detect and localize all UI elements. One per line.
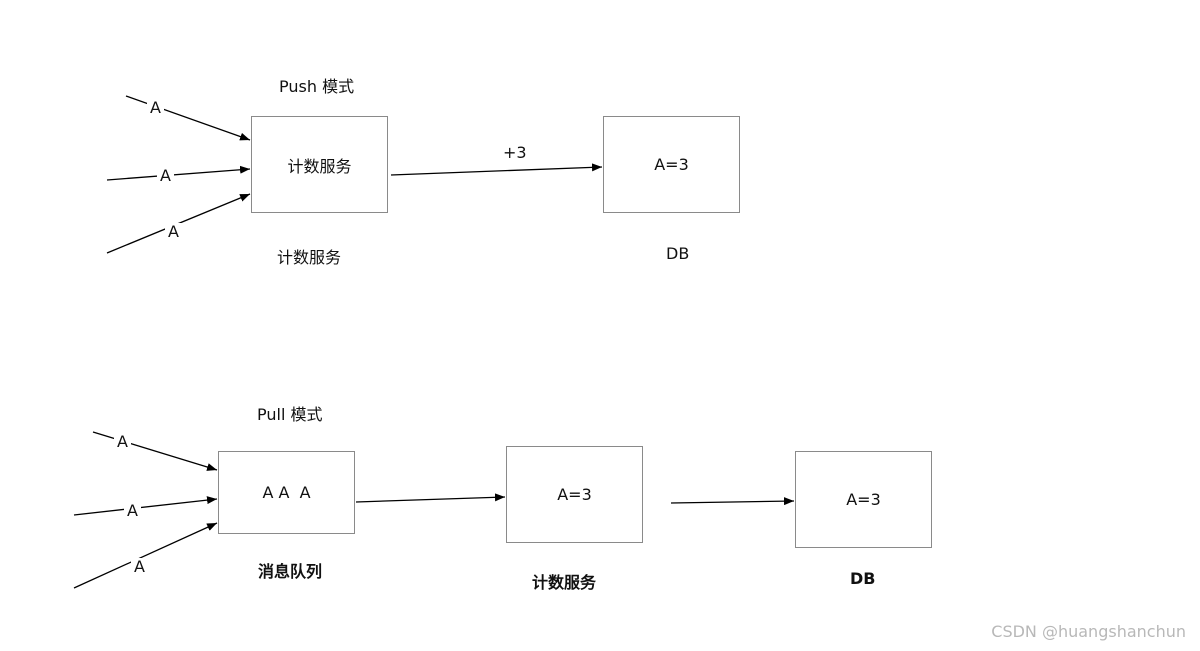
push-db-box-text: A=3 (654, 155, 689, 174)
push-input-arrow-2 (106, 165, 251, 181)
watermark: CSDN @huangshanchun (991, 622, 1186, 641)
pull-input-arrow-3 (73, 522, 218, 589)
push-service-label: 计数服务 (277, 248, 342, 267)
push-title: Push 模式 (279, 77, 355, 96)
pull-service-box-text: A=3 (557, 485, 592, 504)
push-input-label-2: A (157, 167, 174, 185)
pull-db-box: A=3 (795, 451, 932, 548)
push-input-arrow-1 (125, 95, 251, 141)
pull-service-to-db-arrow (670, 497, 795, 506)
push-edge-label: +3 (503, 143, 527, 162)
pull-input-arrow-1 (92, 431, 218, 471)
pull-service-box: A=3 (506, 446, 643, 543)
pull-queue-box-text: A A A (262, 483, 311, 502)
push-input-label-1: A (147, 99, 164, 117)
pull-db-label: DB (850, 569, 876, 588)
pull-queue-label: 消息队列 (258, 562, 323, 581)
push-service-box-text: 计数服务 (287, 156, 352, 176)
pull-input-label-3: A (131, 558, 148, 576)
pull-input-label-2: A (124, 502, 141, 520)
push-db-label: DB (666, 244, 690, 263)
pull-title: Pull 模式 (257, 405, 323, 424)
pull-input-label-1: A (114, 433, 131, 451)
pull-service-label: 计数服务 (532, 573, 597, 592)
push-service-box: 计数服务 (251, 116, 388, 213)
pull-queue-box: A A A (218, 451, 355, 534)
push-input-label-3: A (165, 223, 182, 241)
push-db-box: A=3 (603, 116, 740, 213)
pull-input-arrow-2 (73, 496, 218, 516)
pull-db-box-text: A=3 (846, 490, 881, 509)
push-service-to-db-arrow (390, 163, 603, 176)
pull-queue-to-service-arrow (355, 493, 506, 503)
